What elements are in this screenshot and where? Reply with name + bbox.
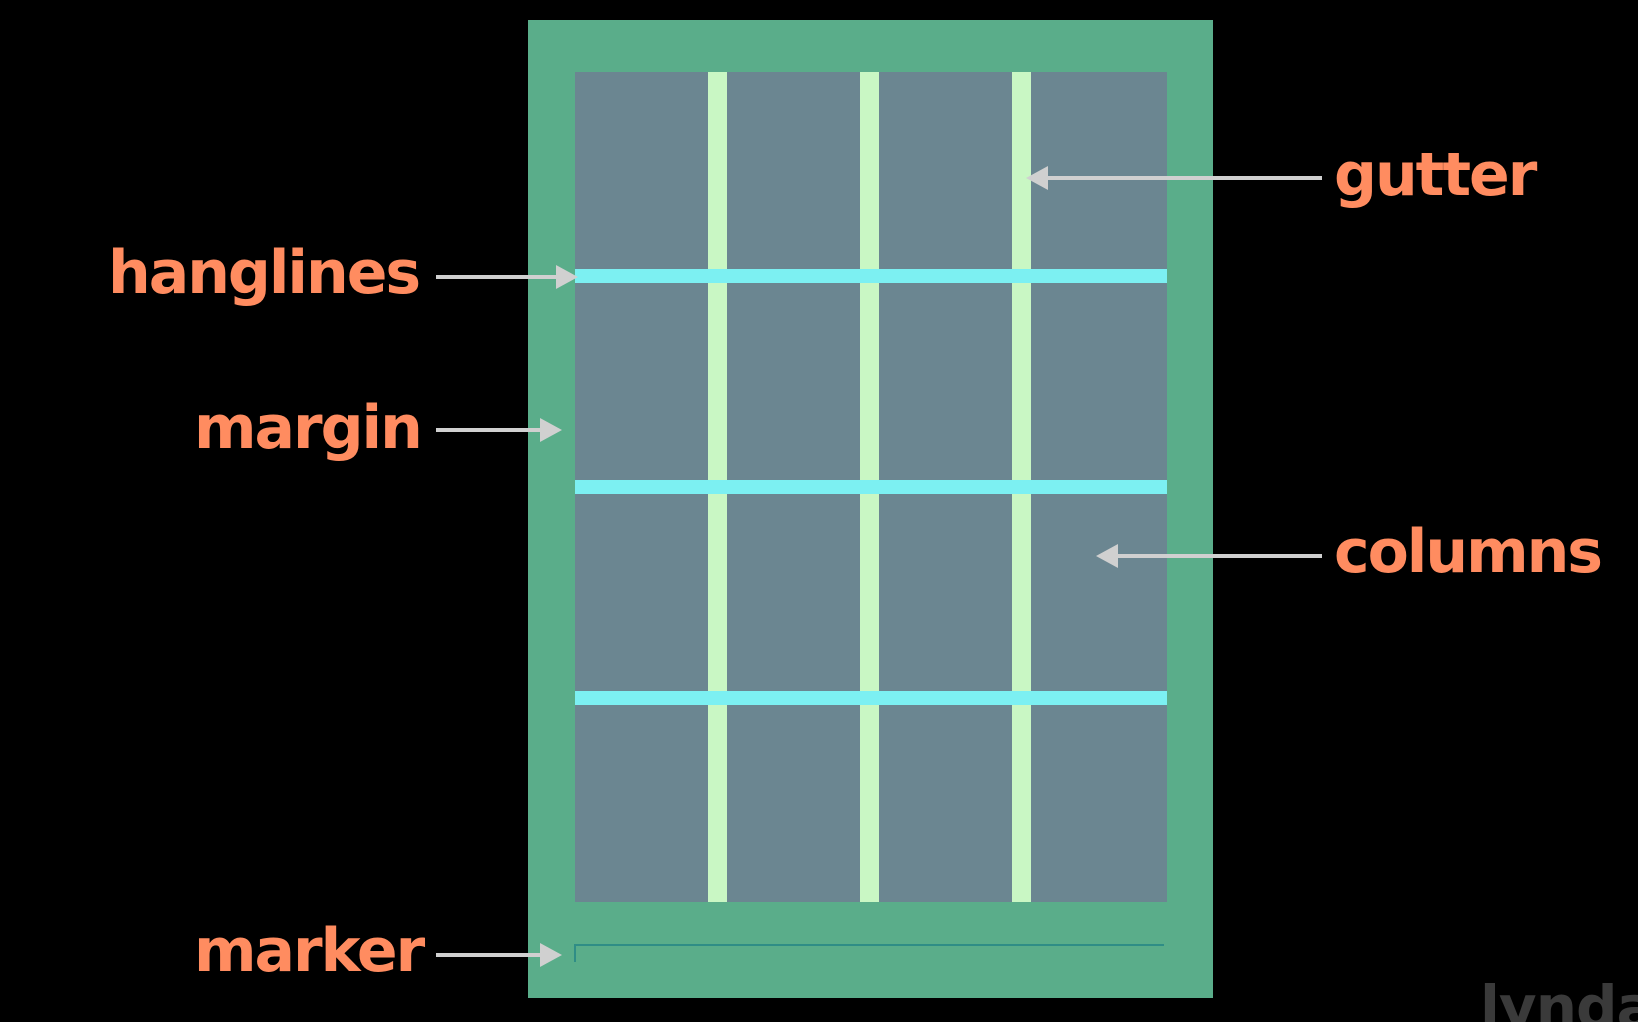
label-columns: columns	[1334, 517, 1603, 587]
hangline-3	[575, 691, 1167, 705]
columns-arrowhead	[1096, 544, 1118, 568]
label-marker: marker	[194, 916, 425, 986]
hangline-1	[575, 269, 1167, 283]
label-hanglines: hanglines	[108, 238, 421, 308]
margin-arrowhead	[540, 418, 562, 442]
watermark-logo: lynda	[1480, 973, 1638, 1022]
label-gutter: gutter	[1334, 140, 1537, 210]
gutter-arrowhead	[1026, 166, 1048, 190]
marker-line	[574, 944, 1164, 962]
marker-arrowhead	[540, 943, 562, 967]
label-margin: margin	[194, 393, 423, 463]
hangline-2	[575, 480, 1167, 494]
hanglines-arrowhead	[556, 265, 578, 289]
